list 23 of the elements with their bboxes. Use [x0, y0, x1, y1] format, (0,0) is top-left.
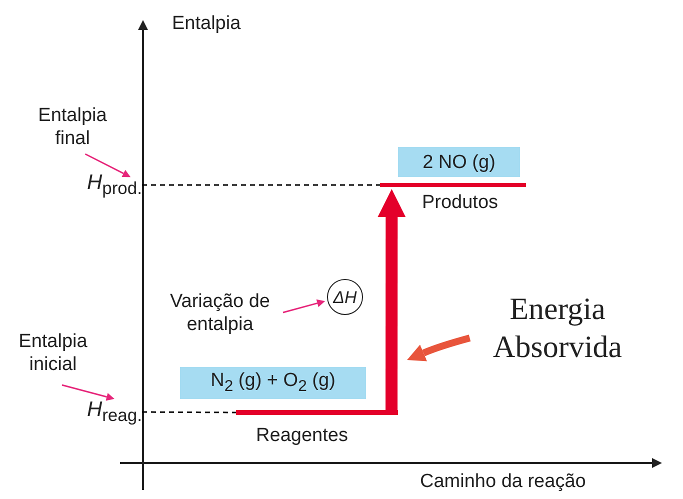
level-label: Reagentes [255, 424, 349, 447]
enthalpy-symbol: H$_{prod.}$ [86, 171, 142, 200]
annotation-text: Entalpia inicial [18, 330, 88, 376]
leader-arrow [282, 299, 326, 314]
level-label: Produtos [420, 191, 500, 214]
species-label [398, 147, 520, 177]
dashed-guide-line [142, 184, 380, 186]
annotation-text: Entalpia final [37, 104, 108, 150]
formula-text: 2 NO (g) [422, 150, 496, 174]
axis-title: Caminho da reação [420, 470, 586, 493]
formula-text: N$_{2}$ (g) + O$_{2}$ (g) [210, 368, 336, 396]
leader-arrow [84, 153, 131, 178]
formula-text: ΔH [333, 286, 357, 308]
annotation-text: Variação de entalpia [169, 290, 271, 336]
dashed-guide-line [142, 411, 236, 414]
energy-label: Energia Absorvida [492, 290, 624, 366]
curved-arrow [406, 334, 471, 362]
leader-arrow [62, 384, 114, 401]
enthalpy-arrow [378, 189, 406, 410]
delta-h-symbol [327, 279, 363, 315]
species-label [180, 367, 366, 399]
axis-title: Entalpia [172, 12, 241, 35]
enthalpy-symbol: H$_{reag.}$ [86, 398, 142, 428]
